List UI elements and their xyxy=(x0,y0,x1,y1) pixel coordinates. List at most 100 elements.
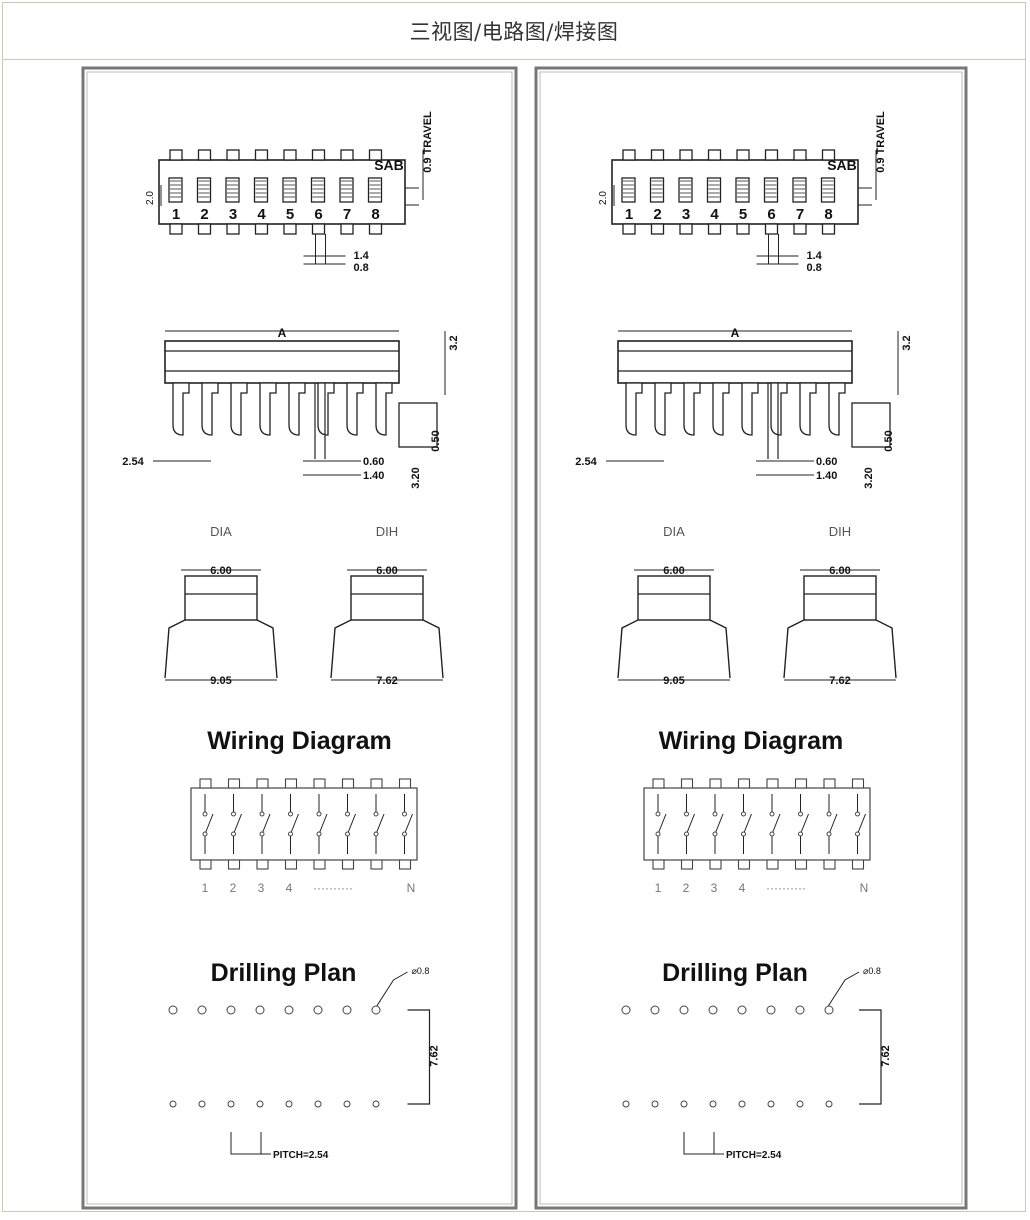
switch-contact xyxy=(655,831,661,837)
switch-contact xyxy=(345,811,350,817)
drill-hole xyxy=(737,1005,747,1015)
wiring-title: Wiring Diagram xyxy=(207,727,392,755)
switch-contact xyxy=(712,831,718,837)
bottom-pin xyxy=(340,223,354,235)
wiring-pin xyxy=(284,859,298,870)
bottom-pin xyxy=(368,223,383,235)
dim-label: 1.4 xyxy=(807,250,823,262)
wiring-pin xyxy=(766,859,779,870)
switch-blade xyxy=(404,813,413,835)
variant-top-dim: 6.00 xyxy=(376,565,397,577)
side-pin xyxy=(201,382,219,436)
dim-label: 0.60 xyxy=(363,456,384,468)
lead-outline xyxy=(398,402,438,448)
wiring-pin xyxy=(652,859,665,870)
variant-top-dim: 6.00 xyxy=(210,565,231,577)
variant-lead xyxy=(783,619,805,679)
switch-contact xyxy=(684,811,689,817)
side-pin xyxy=(230,382,248,436)
actuator-slot xyxy=(367,177,383,203)
row-spacing-bracket xyxy=(407,1009,431,1105)
sheet-border xyxy=(81,66,518,1210)
drill-hole xyxy=(284,1005,294,1015)
switch-contact xyxy=(826,831,832,837)
variant-name: DIA xyxy=(663,524,685,539)
lead-outline xyxy=(851,402,891,448)
switch-blade xyxy=(800,813,809,835)
bottom-pin xyxy=(311,223,326,235)
variant-body xyxy=(184,575,258,621)
position-number: 8 xyxy=(371,206,379,223)
switch-blade xyxy=(714,813,724,835)
side-dim-label: 2.0 xyxy=(145,191,156,205)
wiring-pin xyxy=(313,859,326,870)
wiring-pin xyxy=(709,859,722,870)
actuator-slot xyxy=(621,177,636,203)
top-pin xyxy=(793,149,807,161)
position-number: 2 xyxy=(200,206,208,223)
wiring-label: 1 xyxy=(202,881,209,895)
wiring-pin xyxy=(341,778,355,789)
leader-line xyxy=(826,971,860,1009)
drill-hole xyxy=(256,1100,264,1108)
bottom-pin xyxy=(821,223,836,235)
top-pin xyxy=(169,149,183,161)
variant-lead xyxy=(875,619,897,679)
drill-hole xyxy=(651,1100,659,1108)
wiring-label: 4 xyxy=(739,881,746,895)
switch-contact xyxy=(684,831,689,837)
switch-blade xyxy=(657,813,667,835)
wiring-pin xyxy=(256,859,269,870)
drill-hole xyxy=(680,1100,688,1108)
wiring-label: 3 xyxy=(711,881,718,895)
variant-lead xyxy=(164,619,186,679)
variant-bottom-dim: 9.05 xyxy=(210,675,231,687)
position-number: 6 xyxy=(767,206,775,223)
switch-blade xyxy=(686,813,695,835)
travel-label: 0.9 TRAVEL xyxy=(422,111,434,173)
wiring-label: N xyxy=(407,881,416,895)
wiring-body xyxy=(190,787,418,861)
side-pin xyxy=(346,382,364,436)
sheet-inner-border xyxy=(539,71,963,1205)
bottom-pin xyxy=(283,223,297,235)
drill-hole xyxy=(622,1100,630,1108)
position-number: 1 xyxy=(172,206,180,223)
wiring-label: 1 xyxy=(655,881,662,895)
side-pin xyxy=(683,382,701,436)
side-pin xyxy=(375,382,393,436)
top-pin xyxy=(821,149,836,161)
header-bar: 三视图/电路图/焊接图 xyxy=(2,2,1026,60)
variant-lead xyxy=(709,619,731,679)
wiring-pin xyxy=(766,778,779,789)
side-pin xyxy=(799,382,817,436)
variant-lead xyxy=(256,619,278,679)
drill-hole xyxy=(372,1100,380,1108)
wiring-label: ·········· xyxy=(766,881,806,895)
wiring-pin xyxy=(851,859,865,870)
position-number: 6 xyxy=(314,206,322,223)
wiring-pin xyxy=(199,859,212,870)
drill-hole xyxy=(226,1005,236,1015)
side-pin xyxy=(654,382,672,436)
bottom-pin xyxy=(793,223,807,235)
wiring-pin xyxy=(370,859,383,870)
switch-contact xyxy=(373,811,379,817)
drill-hole xyxy=(766,1005,776,1015)
switch-contact xyxy=(288,831,293,837)
wiring-pin xyxy=(709,778,722,789)
variant-top-dim: 6.00 xyxy=(829,565,850,577)
actuator-slot xyxy=(253,177,269,203)
drill-hole xyxy=(679,1005,689,1015)
side-body xyxy=(617,340,853,384)
switch-blade xyxy=(857,813,866,835)
leader-line xyxy=(375,971,408,1009)
switch-contact xyxy=(769,831,775,837)
wiring-pin xyxy=(680,859,694,870)
brand-label: SAB xyxy=(374,157,404,173)
actuator-slot xyxy=(792,177,807,203)
wiring-pin xyxy=(823,778,836,789)
